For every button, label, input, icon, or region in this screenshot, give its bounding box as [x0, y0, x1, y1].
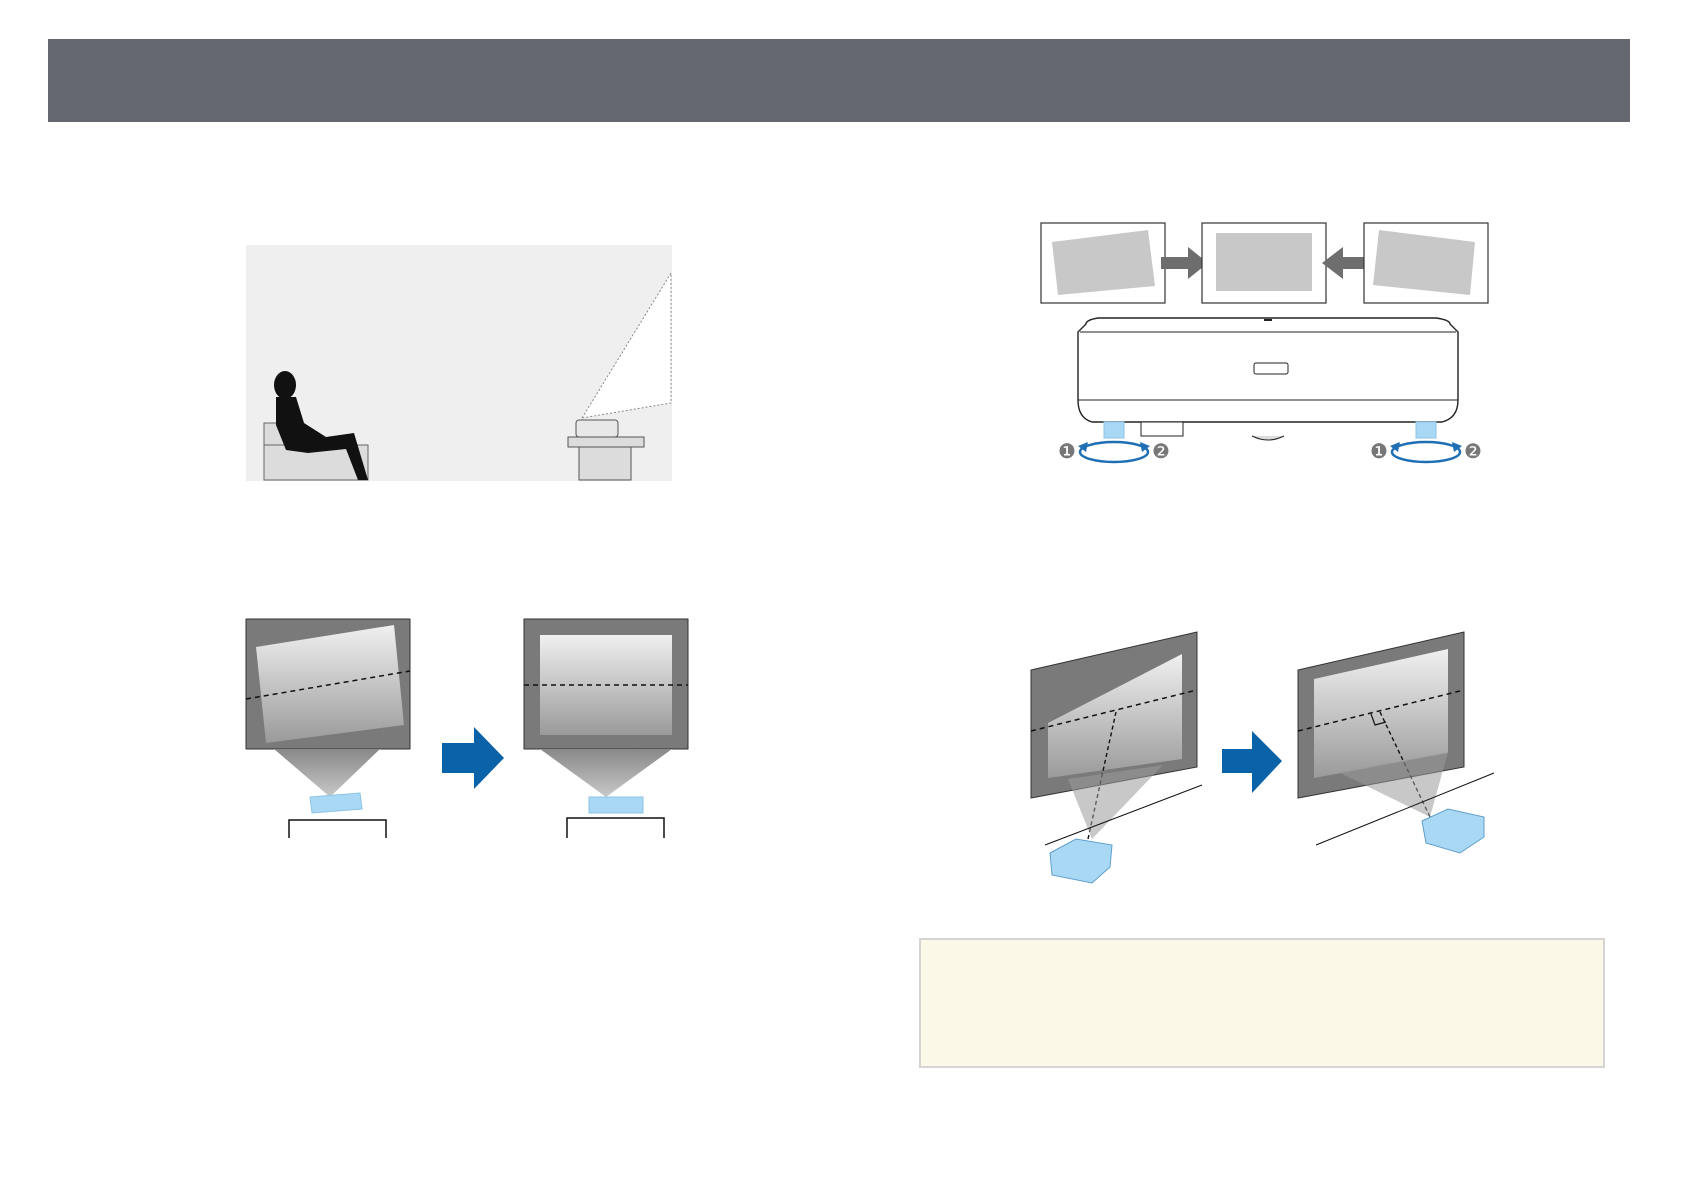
rotation-left-foot-icon [1078, 442, 1150, 462]
before-angled-screen [1031, 632, 1202, 883]
after-perpendicular-screen [1298, 632, 1494, 853]
after-level-screen [524, 619, 688, 838]
step-marker-1-right: ❶ [1370, 439, 1388, 463]
arrow-right-icon [1161, 247, 1208, 279]
projector-front-view [1078, 318, 1458, 440]
tilted-left-panel [1041, 223, 1165, 303]
right-arrow-icon [1222, 731, 1282, 793]
step-marker-1-left: ❶ [1058, 439, 1076, 463]
foot-adjustment-illustration: ❶ ❷ ❶ ❷ [1038, 220, 1494, 476]
page-header-band [48, 39, 1630, 122]
horizontal-level-illustration [244, 615, 694, 840]
right-arrow-icon [442, 727, 504, 789]
viewing-position-illustration [246, 245, 672, 481]
viewing-position-figure [246, 245, 672, 481]
step-marker-2-right: ❷ [1464, 439, 1482, 463]
perpendicular-projection-figure [1028, 627, 1498, 889]
perpendicular-projection-illustration [1028, 627, 1498, 889]
level-center-panel [1202, 223, 1326, 303]
horizontal-level-figure [244, 615, 694, 840]
arrow-left-icon [1322, 247, 1370, 279]
foot-adjustment-figure: ❶ ❷ ❶ ❷ [1038, 220, 1494, 476]
rotation-right-foot-icon [1390, 442, 1462, 462]
step-marker-2-left: ❷ [1152, 439, 1170, 463]
tilted-right-panel [1364, 223, 1488, 303]
note-box [919, 938, 1605, 1068]
before-tilted-screen [246, 619, 410, 838]
